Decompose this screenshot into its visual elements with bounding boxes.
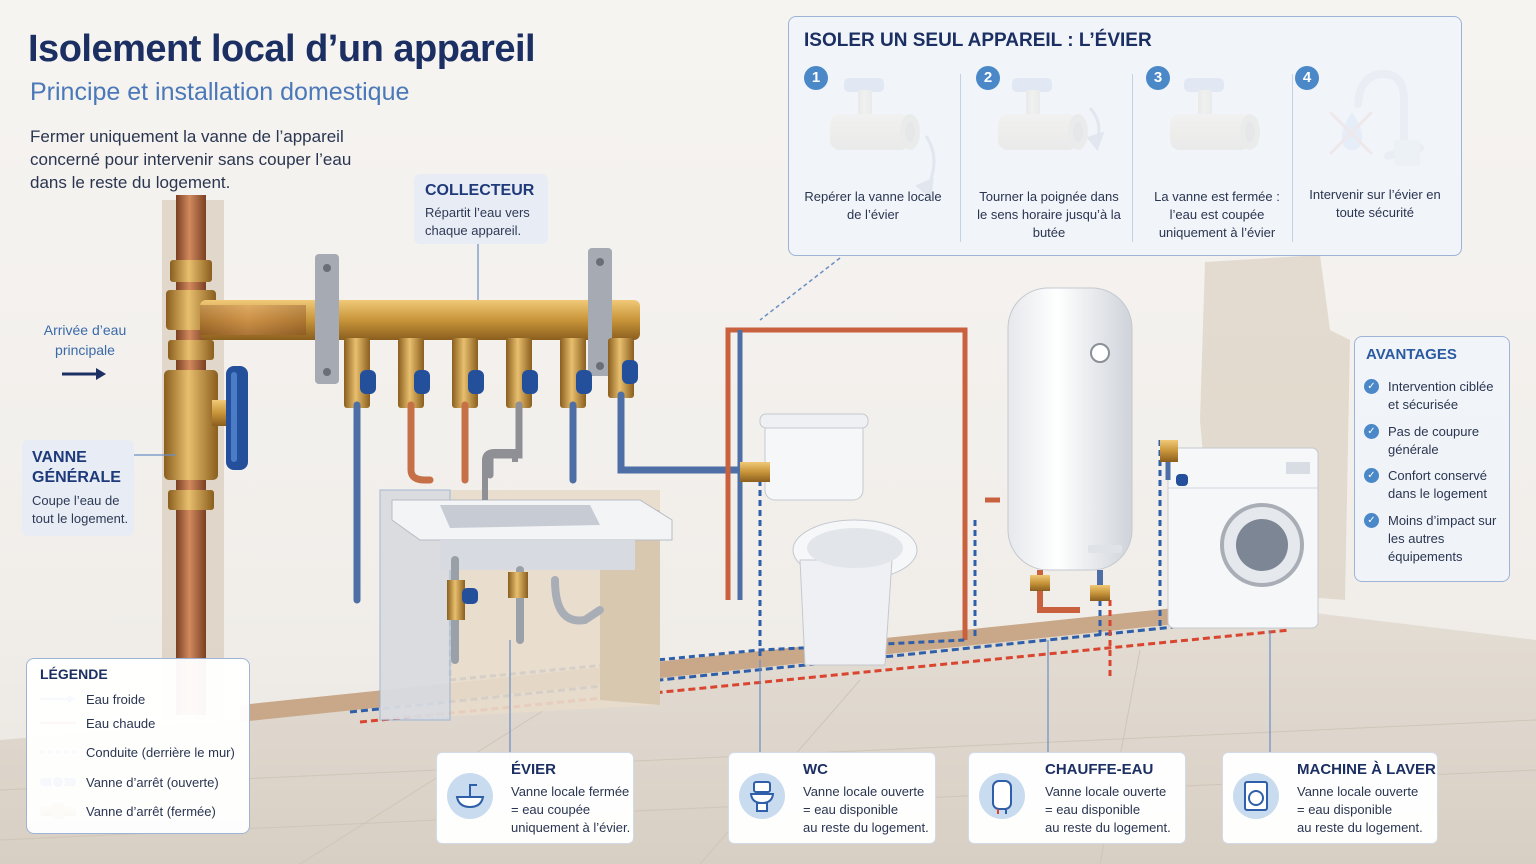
step-separator: [1292, 74, 1293, 242]
check-icon: ✓: [1364, 513, 1379, 528]
card-water-heater-line: au reste du logement.: [1045, 820, 1171, 835]
legend-cold-water: Eau froide: [86, 692, 146, 707]
advantage-item: ✓Confort conservé dans le logement: [1364, 467, 1504, 503]
collector-text: Répartit l’eau vers chaque appareil.: [425, 205, 530, 238]
step-4-number: 4: [1295, 66, 1319, 90]
legend-conduit: Conduite (derrière le mur): [86, 745, 235, 760]
card-washing-machine-line: = eau disponible: [1297, 802, 1393, 817]
steps-title: ISOLER UN SEUL APPAREIL : L’ÉVIER: [804, 30, 1152, 51]
water-heater: [1007, 287, 1133, 613]
arrow-right-icon: [62, 368, 106, 380]
card-sink-line: = eau coupée: [511, 802, 591, 817]
advantage-item: ✓Pas de coupure générale: [1364, 423, 1504, 459]
main-valve-tag: VANNE GÉNÉRALE Coupe l’eau de tout le lo…: [22, 440, 134, 536]
main-valve-text: Coupe l’eau de tout le logement.: [32, 493, 129, 526]
card-water-heater-title: CHAUFFE-EAU: [1045, 761, 1154, 778]
step-4-text: Intervenir sur l’évier en toute sécurité: [1309, 187, 1441, 220]
step-3-text: La vanne est fermée : l’eau est coupée u…: [1154, 189, 1280, 240]
card-washing-machine-line: Vanne locale ouverte: [1297, 784, 1419, 799]
card-water-heater-line: = eau disponible: [1045, 802, 1141, 817]
intro-text: Fermer uniquement la vanne de l’appareil…: [30, 127, 352, 192]
collector-drops: [353, 391, 764, 604]
legend-valve-open: Vanne d’arrêt (ouverte): [86, 775, 219, 790]
legend-title: LÉGENDE: [40, 666, 108, 682]
card-washing-machine: MACHINE À LAVER Vanne locale ouverte = e…: [1222, 752, 1438, 844]
step-1-text: Repérer la vanne locale de l’évier: [804, 189, 942, 222]
steps-panel: [788, 16, 1462, 256]
card-wc-line: Vanne locale ouverte: [803, 784, 925, 799]
step-separator: [960, 74, 961, 242]
main-inlet-label: Arrivée d’eau principale: [43, 322, 127, 358]
card-sink-title: ÉVIER: [511, 761, 557, 778]
page-title: Isolement local d’un appareil: [28, 28, 536, 70]
step-3-number: 3: [1146, 66, 1170, 90]
card-water-heater-line: Vanne locale ouverte: [1045, 784, 1167, 799]
card-wc-line: = eau disponible: [803, 802, 899, 817]
step-1-number: 1: [804, 66, 828, 90]
washing-machine: [1160, 440, 1319, 629]
collector-brackets: [315, 248, 612, 384]
toilet-icon: [739, 773, 785, 819]
step-separator: [1132, 74, 1133, 242]
check-icon: ✓: [1364, 424, 1379, 439]
step-2-text: Tourner la poignée dans le sens horaire …: [977, 189, 1121, 240]
riser-brass-fittings: [164, 260, 218, 510]
check-icon: ✓: [1364, 468, 1379, 483]
toilet: [740, 413, 918, 666]
advantages-title: AVANTAGES: [1366, 346, 1457, 363]
advantage-item: ✓Intervention ciblée et sécurisée: [1364, 378, 1504, 414]
card-wc-title: WC: [803, 761, 828, 778]
check-icon: ✓: [1364, 379, 1379, 394]
page-subtitle: Principe et installation domestique: [30, 78, 410, 106]
collector-pipe: [200, 300, 640, 340]
step-2-number: 2: [976, 66, 1000, 90]
collector-title: COLLECTEUR: [425, 182, 535, 199]
legend-hot-water: Eau chaude: [86, 716, 156, 731]
washing-machine-icon: [1233, 773, 1279, 819]
card-sink-line: Vanne locale fermée: [511, 784, 630, 799]
card-water-heater: CHAUFFE-EAU Vanne locale ouverte = eau d…: [968, 752, 1186, 844]
sink-local-valve: [447, 572, 528, 620]
card-sink-line: uniquement à l’évier.: [511, 820, 631, 835]
leader-lines: [134, 244, 1271, 760]
main-valve-handle: [212, 366, 248, 470]
sink-icon: [447, 773, 493, 819]
card-washing-machine-line: au reste du logement.: [1297, 820, 1423, 835]
advantages-panel: [1354, 336, 1510, 582]
legend-valve-closed: Vanne d’arrêt (fermée): [86, 804, 216, 819]
collector-valve-handles: [360, 360, 638, 394]
card-sink: ÉVIER Vanne locale fermée = eau coupée u…: [436, 752, 634, 844]
card-washing-machine-title: MACHINE À LAVER: [1297, 761, 1436, 778]
water-heater-icon: [979, 773, 1025, 819]
card-wc: WC Vanne locale ouverte = eau disponible…: [728, 752, 936, 844]
legend-panel: [26, 658, 250, 834]
collector-tag: COLLECTEUR Répartit l’eau vers chaque ap…: [414, 174, 548, 244]
card-wc-line: au reste du logement.: [803, 820, 929, 835]
advantage-item: ✓Moins d’impact sur les autres équipemen…: [1364, 512, 1504, 566]
callout-dashed-line: [759, 257, 841, 321]
main-valve-title: VANNE GÉNÉRALE: [32, 449, 121, 486]
